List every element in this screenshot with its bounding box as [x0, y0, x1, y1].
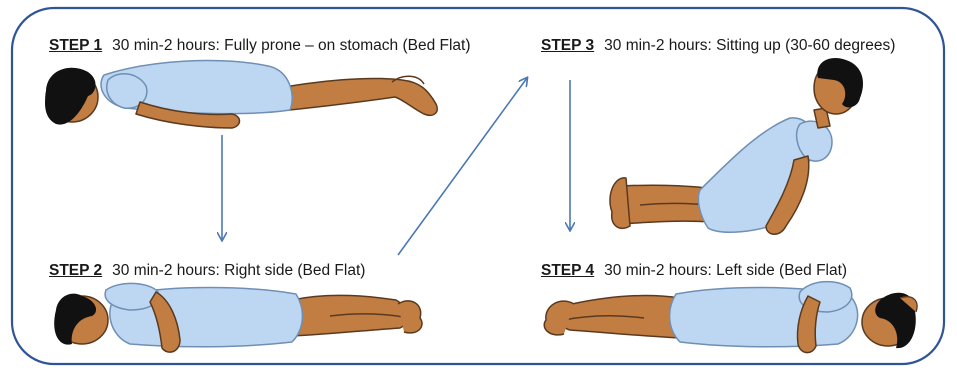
step-4-id: STEP 4 — [541, 262, 594, 279]
left-side-figure — [544, 282, 917, 353]
prone-figure — [45, 60, 437, 128]
step-4-label: STEP 4 30 min-2 hours: Left side (Bed Fla… — [541, 262, 847, 280]
step-1-label: STEP 1 30 min-2 hours: Fully prone – on s… — [49, 37, 471, 55]
step-3-id: STEP 3 — [541, 37, 594, 54]
step-3-text: 30 min-2 hours: Sitting up (30-60 degree… — [604, 37, 895, 54]
step-3-label: STEP 3 30 min-2 hours: Sitting up (30-60 … — [541, 37, 895, 55]
right-side-figure — [54, 283, 422, 352]
step-4-text: 30 min-2 hours: Left side (Bed Flat) — [604, 262, 847, 279]
step-1-text: 30 min-2 hours: Fully prone – on stomach… — [112, 37, 470, 54]
step-2-id: STEP 2 — [49, 262, 102, 279]
step-1-id: STEP 1 — [49, 37, 102, 54]
sitting-up-figure — [610, 58, 863, 234]
step-2-label: STEP 2 30 min-2 hours: Right side (Bed Fl… — [49, 262, 365, 280]
step-2-text: 30 min-2 hours: Right side (Bed Flat) — [112, 262, 365, 279]
